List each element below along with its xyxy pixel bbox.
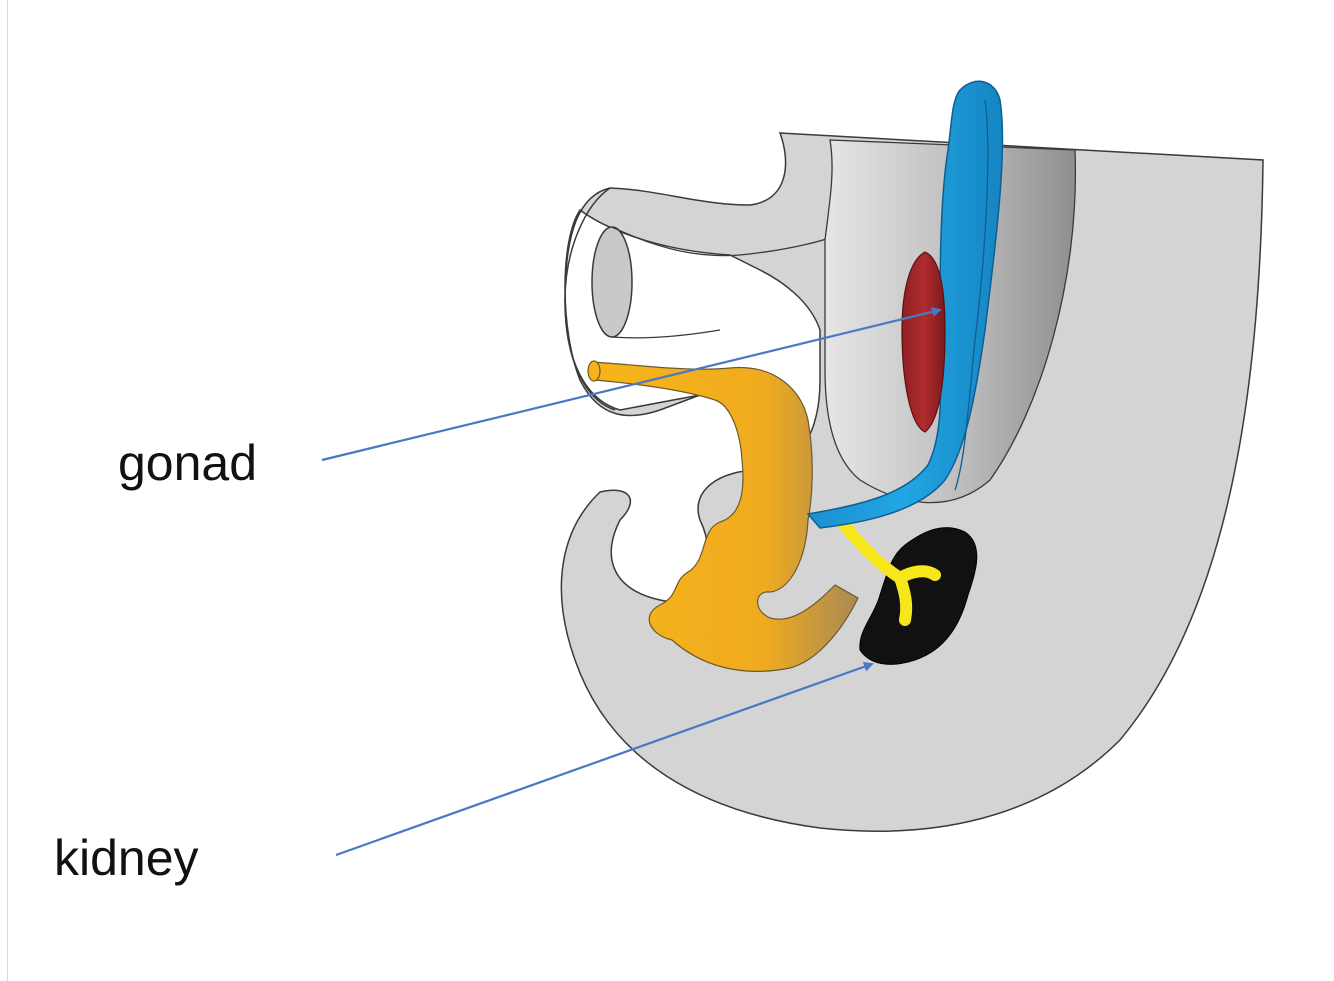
gonad-label: gonad	[118, 435, 258, 491]
gonad-pointer-arrow	[321, 307, 942, 462]
gut	[591, 361, 859, 672]
page-edge	[0, 0, 8, 981]
gut-tube-end	[587, 360, 601, 382]
kidney-pointer-arrow	[335, 661, 874, 857]
genital-duct	[806, 80, 1004, 529]
tube-opening	[591, 226, 633, 338]
duct-fold	[954, 99, 989, 491]
ureter	[834, 514, 941, 626]
kidney	[859, 527, 978, 665]
tube-wall-bottom	[611, 329, 721, 339]
gonad	[901, 251, 946, 433]
tube-outer	[564, 187, 616, 411]
kidney-label: kidney	[54, 830, 199, 886]
